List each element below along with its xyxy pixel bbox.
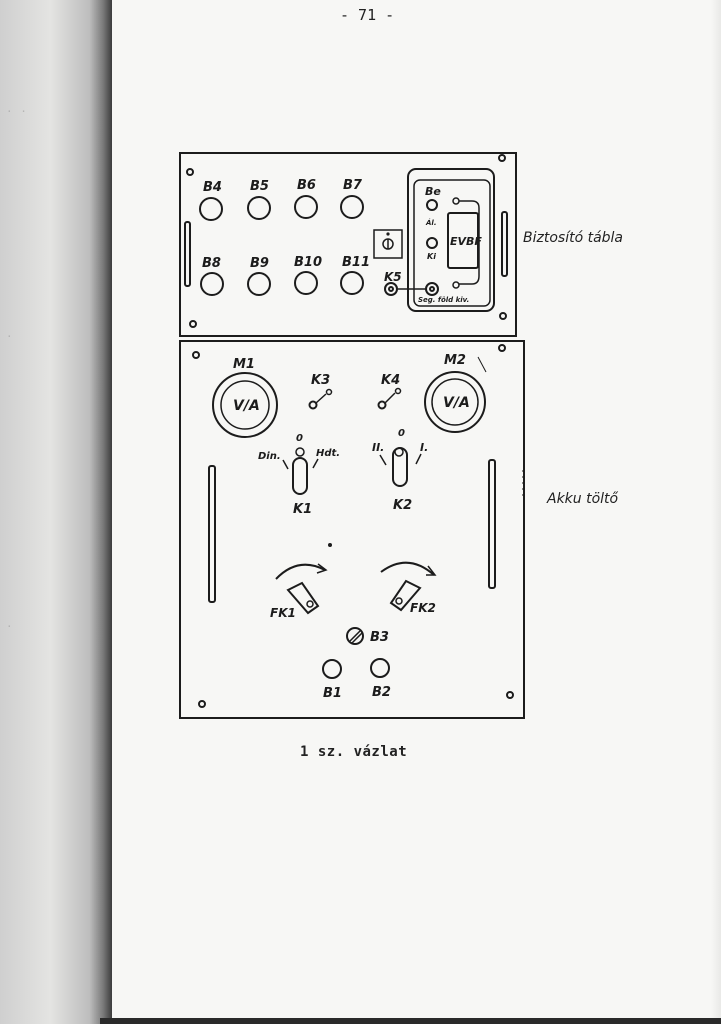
- label-b6: B6: [297, 178, 316, 193]
- panel-slot-right: [501, 211, 508, 277]
- arc-fk2: [380, 561, 435, 576]
- bleed-through-text: ·: [6, 330, 14, 343]
- label-b8: B8: [202, 256, 221, 271]
- label-fk1: FK1: [270, 606, 296, 620]
- fuse-b4: [199, 197, 223, 221]
- label-biztosito-tabla: Biztosító tábla: [523, 230, 624, 246]
- meter-m2: [424, 371, 486, 433]
- figure-caption: 1 sz. vázlat: [300, 744, 408, 760]
- fuse-b3: [346, 627, 364, 645]
- page-edge: [711, 0, 721, 1024]
- indicator-be: [426, 199, 438, 211]
- label-b7: B7: [343, 178, 363, 193]
- toggle-k3: [308, 400, 318, 410]
- label-k5: K5: [384, 270, 402, 284]
- label-evbf: EVBF: [450, 235, 482, 248]
- label-fk2: FK2: [410, 601, 436, 615]
- toggle-k4: [377, 400, 387, 410]
- label-be: Be: [425, 185, 441, 198]
- bleed-through-text: ·: [6, 620, 14, 633]
- label-m1: M1: [233, 357, 255, 372]
- label-b2: B2: [372, 685, 391, 700]
- label-b5: B5: [250, 179, 269, 194]
- label-m2: M2: [444, 353, 466, 368]
- label-akku-tolto: Akku töltő: [547, 491, 619, 507]
- mount-hole: [186, 168, 194, 176]
- panel-slot-left: [184, 221, 191, 287]
- page-bottom-edge: [100, 1018, 721, 1024]
- knob-fk2: [389, 579, 422, 612]
- lever-k1: [292, 457, 308, 495]
- control-box-inner: [413, 179, 491, 307]
- fuse-panel-outline: [179, 152, 517, 337]
- label-k1: K1: [293, 502, 312, 517]
- fuse-b11: [340, 271, 364, 295]
- mark-dot: [328, 543, 332, 547]
- label-k3: K3: [311, 373, 330, 388]
- arc-fk1: [275, 563, 326, 580]
- mount-hole: [198, 700, 206, 708]
- lever-k2: [392, 447, 408, 487]
- book-gutter-shadow: [0, 0, 112, 1024]
- charger-panel-outline: [179, 340, 525, 719]
- label-b9: B9: [250, 256, 269, 271]
- bleed-through-text: · ·: [6, 105, 28, 118]
- fuse-b2: [370, 658, 390, 678]
- meter-m2-face: V/A: [443, 395, 470, 411]
- label-hdt: Hdt.: [316, 448, 340, 459]
- mount-hole: [192, 351, 200, 359]
- mount-hole: [498, 344, 506, 352]
- fuse-b9: [247, 272, 271, 296]
- mount-hole: [189, 320, 197, 328]
- fuse-b7: [340, 195, 364, 219]
- fuse-b10: [294, 271, 318, 295]
- label-al: Ál.: [425, 218, 436, 227]
- fuse-b6: [294, 195, 318, 219]
- fuse-b8: [200, 272, 224, 296]
- label-k2-zero: 0: [398, 428, 405, 439]
- label-ki: Ki: [427, 252, 436, 261]
- mount-hole: [498, 154, 506, 162]
- label-b11: B11: [342, 255, 370, 270]
- label-k4: K4: [381, 373, 400, 388]
- meter-m1-face: V/A: [233, 398, 260, 414]
- mount-hole: [506, 691, 514, 699]
- control-box-outer: [407, 168, 495, 312]
- label-b10: B10: [294, 255, 322, 270]
- fuse-b1: [322, 659, 342, 679]
- indicator-ki: [426, 237, 438, 249]
- label-b3: B3: [370, 630, 389, 645]
- mount-hole: [499, 312, 507, 320]
- evbf-window: [447, 212, 479, 269]
- fuse-b5: [247, 196, 271, 220]
- meter-m1: [212, 372, 278, 438]
- label-din: Din.: [258, 451, 281, 462]
- selector-symbol: [373, 229, 403, 259]
- panel-slot-left: [208, 465, 216, 603]
- label-b4: B4: [203, 180, 222, 195]
- label-k2: K2: [393, 498, 412, 513]
- label-ii: II.: [372, 441, 384, 454]
- label-b1: B1: [323, 686, 342, 701]
- knob-fk1: [286, 581, 320, 615]
- switch-k5: [384, 282, 398, 296]
- panel-slot-right: [488, 459, 496, 589]
- label-i: I.: [420, 441, 428, 454]
- label-k1-zero: 0: [296, 433, 303, 444]
- page-number: - 71 -: [340, 6, 395, 24]
- label-seg-fold-kiv: Seg. föld kiv.: [418, 296, 469, 304]
